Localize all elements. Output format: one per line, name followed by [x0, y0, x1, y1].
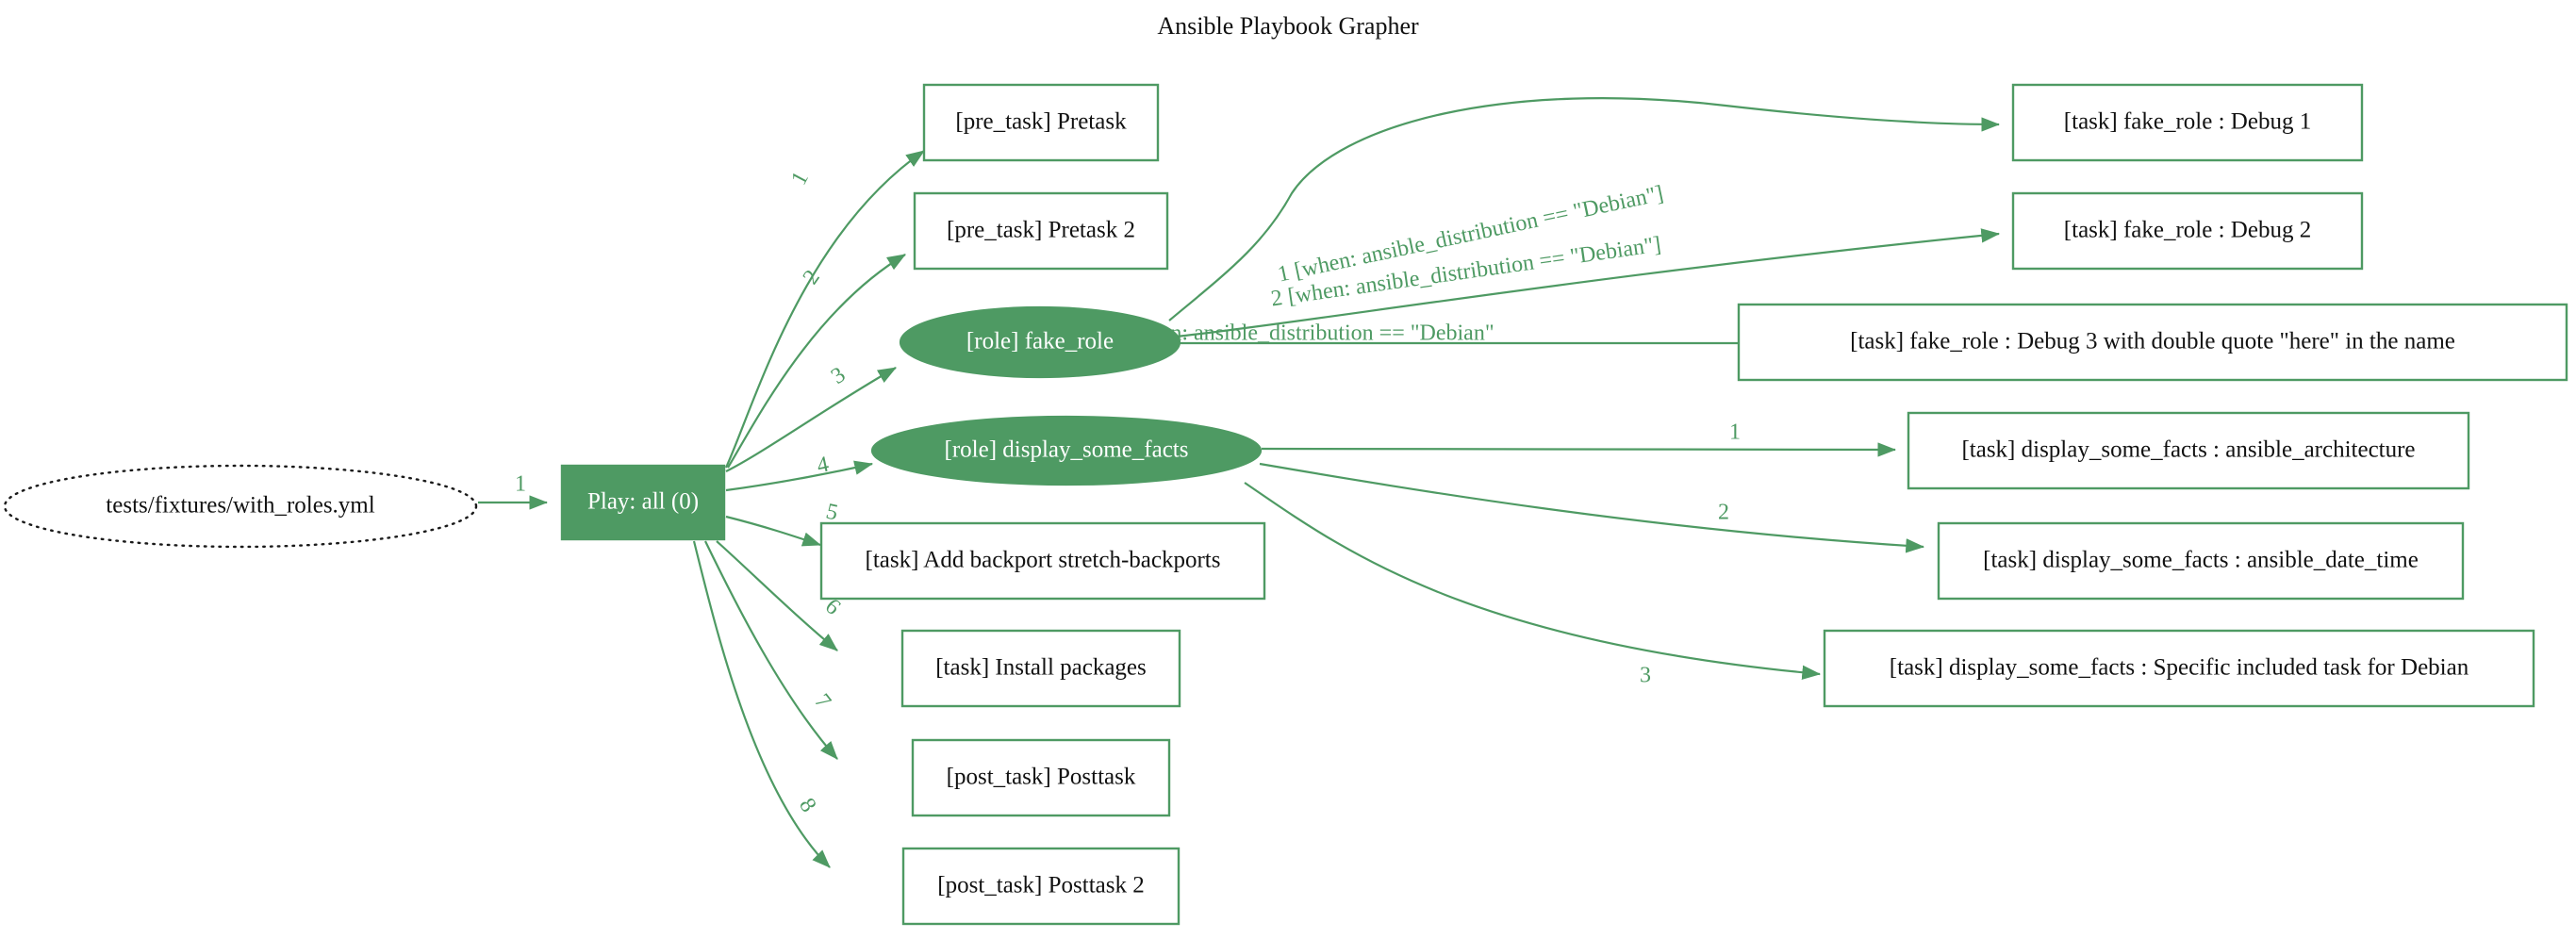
edge-path: [724, 150, 925, 469]
node-box: [2011, 83, 2364, 162]
graph-node-arch[interactable]: [task] display_some_facts : ansible_arch…: [1907, 411, 2470, 490]
nodes-layer: tests/fixtures/with_roles.yml Play: all (…: [3, 83, 2568, 926]
edge-label: 2: [799, 266, 825, 289]
edge-label: 4: [815, 453, 831, 479]
graph-node-datetime[interactable]: [task] display_some_facts : ansible_date…: [1937, 521, 2465, 601]
edge-label: 1: [1729, 420, 1741, 445]
graph-edge[interactable]: 2: [727, 254, 906, 469]
node-box: [1907, 411, 2470, 490]
edge-label: 1: [515, 472, 526, 497]
graph-node-posttask1[interactable]: [post_task] Posttask: [911, 738, 1171, 817]
node-label: [task] fake_role : Debug 1: [2064, 109, 2311, 135]
node-box: [1737, 303, 2568, 382]
graph-edge[interactable]: 1: [1261, 420, 1897, 457]
node-label: [task] display_some_facts : ansible_date…: [1983, 548, 2419, 573]
playbook-source-ellipse: [3, 464, 478, 549]
node-label: Play: all (0): [587, 489, 699, 515]
graph-edge[interactable]: 1: [478, 472, 549, 510]
graph-edge[interactable]: 3: [725, 363, 897, 472]
graph-node-install[interactable]: [task] Install packages: [900, 629, 1181, 708]
role-ellipse: [870, 415, 1263, 486]
graph-edge[interactable]: 3 [when: ansible_distribution == "Debian…: [1108, 321, 1822, 351]
edge-label: 8: [794, 794, 820, 816]
node-box: [911, 738, 1171, 817]
node-label: [pre_task] Pretask: [955, 109, 1127, 135]
graph-node-playbook[interactable]: tests/fixtures/with_roles.yml: [3, 464, 478, 549]
graph-node-debug1[interactable]: [task] fake_role : Debug 1: [2011, 83, 2364, 162]
page-title: Ansible Playbook Grapher: [1157, 12, 1419, 40]
node-label: [task] Add backport stretch-backports: [866, 548, 1221, 573]
node-box: [560, 464, 726, 541]
node-label: [task] fake_role : Debug 2: [2064, 218, 2311, 243]
node-box: [922, 83, 1160, 162]
edge-path: [1244, 482, 1822, 680]
edge-label: 5: [824, 500, 841, 526]
edge-path: [704, 540, 838, 760]
graph-node-posttask2[interactable]: [post_task] Posttask 2: [901, 847, 1181, 926]
graph-edge[interactable]: 4: [725, 453, 874, 492]
graph-node-pretask2[interactable]: [pre_task] Pretask 2: [913, 191, 1169, 271]
edge-label: 3: [827, 363, 850, 389]
edge-path: [716, 540, 838, 651]
graph-node-displayrole[interactable]: [role] display_some_facts: [870, 415, 1263, 486]
edge-path: [1261, 442, 1897, 457]
edge-path: [1168, 97, 2001, 321]
node-box: [913, 191, 1169, 271]
node-label: [post_task] Posttask: [947, 765, 1136, 790]
graph-edge[interactable]: 3: [1244, 482, 1822, 688]
edge-path: [725, 515, 822, 547]
node-label: [post_task] Posttask 2: [937, 873, 1144, 898]
graph-edge[interactable]: 7: [704, 540, 838, 760]
graph-node-debug3[interactable]: [task] fake_role : Debug 3 with double q…: [1737, 303, 2568, 382]
node-box: [819, 521, 1266, 601]
edge-path: [727, 254, 906, 469]
node-label: [task] fake_role : Debug 3 with double q…: [1850, 329, 2455, 354]
edge-path: [1259, 462, 1925, 553]
graph-node-play[interactable]: Play: all (0): [560, 464, 726, 541]
graph-edge[interactable]: 5: [725, 500, 841, 547]
edge-path: [725, 367, 897, 472]
edge-label: 2: [1718, 501, 1729, 525]
edge-label: 7: [809, 689, 835, 713]
graph-edge[interactable]: 2: [1259, 462, 1925, 553]
edge-label: 3: [1640, 664, 1651, 688]
node-box: [2011, 191, 2364, 271]
graph-node-fakerole[interactable]: [role] fake_role: [899, 305, 1181, 379]
edge-path: [1176, 228, 2001, 338]
node-box: [1823, 629, 2535, 708]
graph-node-included[interactable]: [task] display_some_facts : Specific inc…: [1823, 629, 2535, 708]
node-label: [role] fake_role: [966, 329, 1114, 354]
node-label: [task] display_some_facts : ansible_arch…: [1961, 437, 2415, 463]
node-label: tests/fixtures/with_roles.yml: [106, 493, 374, 519]
node-box: [901, 847, 1181, 926]
node-label: [pre_task] Pretask 2: [947, 218, 1135, 243]
node-label: [task] Install packages: [935, 655, 1147, 681]
node-box: [1937, 521, 2465, 601]
node-box: [900, 629, 1181, 708]
graph-node-debug2[interactable]: [task] fake_role : Debug 2: [2011, 191, 2364, 271]
graph-node-pretask1[interactable]: [pre_task] Pretask: [922, 83, 1160, 162]
graph-node-backport[interactable]: [task] Add backport stretch-backports: [819, 521, 1266, 601]
edge-path: [725, 460, 874, 492]
node-label: [role] display_some_facts: [945, 437, 1189, 463]
edge-path: [692, 540, 831, 868]
role-ellipse: [899, 305, 1181, 379]
node-label: [task] display_some_facts : Specific inc…: [1890, 655, 2469, 681]
edge-label: 1: [786, 168, 814, 189]
